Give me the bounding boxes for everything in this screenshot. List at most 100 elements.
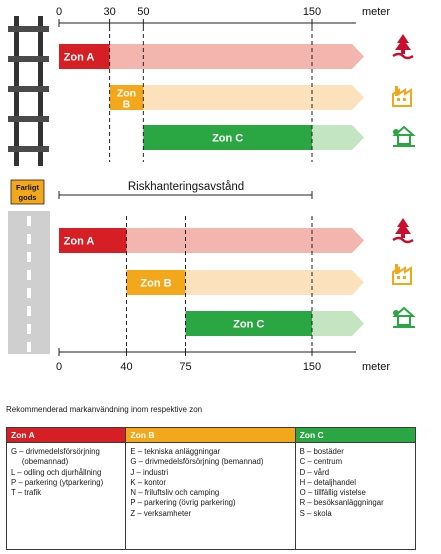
zone-label: B <box>123 99 131 111</box>
zone-arrow-fade <box>126 228 364 253</box>
bottom-axis: 0 40 75 150 meter <box>56 348 390 373</box>
rail-sleeper <box>8 26 49 32</box>
zone-use-item: P – parkering (övrig parkering) <box>130 498 236 508</box>
zone-use-item: D – vård <box>299 467 330 477</box>
zone-arrow-fade <box>109 44 364 69</box>
zone-use-item: N – friluftsliv och camping <box>130 488 220 498</box>
zone-column-header: Zon C <box>295 428 415 443</box>
zone-label: Zon C <box>233 319 264 331</box>
zone-arrow-fade <box>185 270 364 295</box>
badge-line2: gods <box>19 193 37 202</box>
zone-bar <box>59 44 110 69</box>
factory-shape <box>392 88 412 107</box>
railway <box>8 16 49 166</box>
axis-tick-label: 75 <box>179 361 191 373</box>
tree-shape <box>395 34 411 54</box>
zone-use-item: P – parkering (ytparkering) <box>11 477 104 487</box>
zone-use-item: C – centrum <box>299 457 343 467</box>
bush <box>393 129 399 135</box>
badge-box <box>10 179 45 205</box>
zone-use-item: E – tekniska anläggningar <box>130 447 221 456</box>
river-shape <box>392 52 414 60</box>
zone-diagram: Farligt gods 0 30 50 150 meter 0 40 75 150 meter… <box>8 6 416 373</box>
zone-use-item: G – drivmedelsförsörjning <box>11 447 100 456</box>
house-icon <box>392 306 416 328</box>
window <box>397 276 400 279</box>
zone-arrow-fade <box>312 311 364 336</box>
bush <box>393 310 399 316</box>
river-shape <box>392 236 414 244</box>
zone-label: Zon C <box>212 133 243 145</box>
road <box>8 211 50 354</box>
window <box>403 98 406 101</box>
house-icon <box>392 125 416 147</box>
zone-use-item: G – drivmedelsförsörjning (bemannad) <box>130 457 264 467</box>
axis-unit-label: meter <box>362 361 390 373</box>
axis-tick-label: 50 <box>137 6 149 18</box>
zone-bar <box>126 270 186 295</box>
zone-arrow-fade <box>143 85 364 110</box>
axis-tick-label: 0 <box>56 361 62 373</box>
dangerous-goods-badge: Farligt gods <box>10 179 45 205</box>
zone-use-item: K – kontor <box>130 477 166 487</box>
axis-tick-label: 30 <box>103 6 115 18</box>
zone-use-item: S – skola <box>299 508 332 518</box>
axis-unit-label: meter <box>362 6 390 18</box>
rail-sleeper <box>8 116 49 122</box>
industry-icon <box>392 264 412 285</box>
forest-icon <box>392 218 414 244</box>
rail-sleeper <box>8 56 49 62</box>
zone-use-item: L – odling och djurhållning <box>11 467 102 477</box>
zone-use-item: B – bostäder <box>299 447 344 456</box>
walls <box>397 315 411 326</box>
factory-shape <box>392 266 412 285</box>
zone-label: Zon <box>117 88 136 100</box>
badge-line1: Farligt <box>16 183 39 192</box>
road-zones: Zon A Zon B Zon C <box>59 228 364 336</box>
table-title: Rekommenderad markanvändning inom respek… <box>6 405 203 414</box>
zone-label: Zon A <box>64 236 95 248</box>
axis-tick-label: 40 <box>120 361 132 373</box>
risk-distance-label: Riskhanteringsavstånd <box>128 181 244 193</box>
zone-use-item: O – tillfällig vistelse <box>299 488 366 498</box>
top-axis: 0 30 50 150 meter <box>56 6 390 27</box>
industry-icon <box>392 86 412 107</box>
zone-bar <box>109 85 144 110</box>
rail-sleeper <box>8 86 49 92</box>
axis-tick-label: 150 <box>303 6 321 18</box>
walls <box>397 134 411 145</box>
zone-bar <box>185 311 312 336</box>
zone-column-header: Zon B <box>126 428 295 443</box>
axis-tick-label: 150 <box>303 361 321 373</box>
zone-use-item: T – trafik <box>11 488 42 498</box>
forest-icon <box>392 34 414 60</box>
window <box>397 98 400 101</box>
zone-use-list: G – drivmedelsförsörjning (obemannad)L –… <box>7 443 125 498</box>
zone-column-header: Zon A <box>7 428 126 443</box>
zone-label: Zon B <box>140 278 171 290</box>
zone-bar <box>143 125 312 150</box>
axis-tick-label: 0 <box>56 6 62 18</box>
zone-icons <box>392 34 416 328</box>
zone-arrow-fade <box>312 125 364 150</box>
zone-label: Zon A <box>64 52 95 64</box>
zone-bar <box>59 228 127 253</box>
zone-use-item: J – industri <box>130 467 169 477</box>
rail-sleeper <box>8 146 49 152</box>
zone-use-item: R – besöksanläggningar <box>299 498 384 508</box>
risk-distance: Riskhanteringsavstånd <box>58 181 313 199</box>
zone-use-item: (obemannad) <box>11 457 69 467</box>
zone-use-item: Z – verksamheter <box>130 508 192 518</box>
window <box>403 276 406 279</box>
zone-use-item: H – detaljhandel <box>299 477 356 487</box>
boundary-dashes <box>109 27 313 350</box>
rail-sleepers <box>8 26 49 152</box>
tree-shape <box>395 218 411 238</box>
